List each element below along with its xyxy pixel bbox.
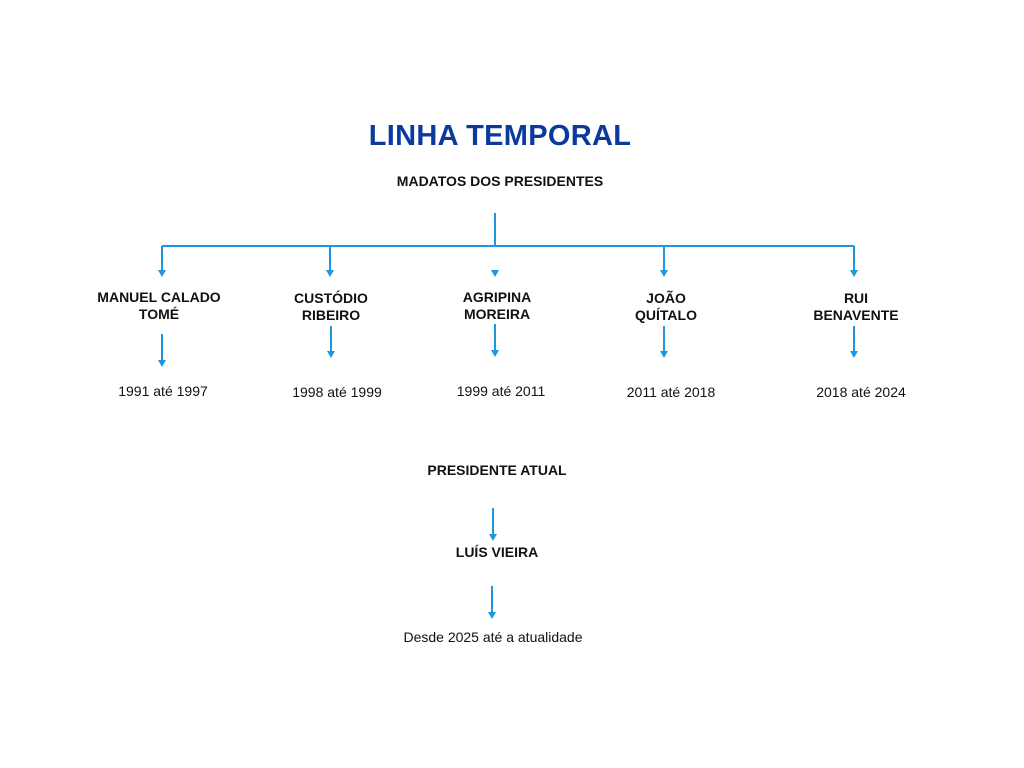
president-name-3: AGRIPINA MOREIRA — [462, 289, 532, 322]
current-president-years: Desde 2025 até a atualidade — [403, 629, 583, 645]
president-years-2: 1998 até 1999 — [292, 384, 382, 400]
current-president-name: LUÍS VIEIRA — [455, 544, 539, 560]
president-years-3: 1999 até 2011 — [456, 383, 546, 399]
current-years-arrow-head — [488, 612, 496, 619]
branch-arrow-5-head — [850, 270, 858, 277]
years-arrow-4-head — [660, 351, 668, 358]
branch-arrow-1-head — [158, 270, 166, 277]
president-name-2: CUSTÓDIO RIBEIRO — [294, 290, 368, 323]
years-arrow-1-head — [158, 360, 166, 367]
president-name-1: MANUEL CALADO TOMÉ — [97, 289, 221, 322]
years-arrow-5-head — [850, 351, 858, 358]
president-name-5: RUI BENAVENTE — [813, 290, 899, 323]
branch-arrow-4-head — [660, 270, 668, 277]
branch-arrow-2-head — [326, 270, 334, 277]
president-name-4: JOÃO QUÍTALO — [635, 290, 697, 323]
president-years-1: 1991 até 1997 — [118, 383, 208, 399]
president-years-5: 2018 até 2024 — [816, 384, 906, 400]
branch-arrow-3-head — [491, 270, 499, 277]
page-subtitle: MADATOS DOS PRESIDENTES — [396, 173, 604, 189]
page-title: LINHA TEMPORAL — [368, 120, 632, 152]
current-name-arrow-head — [489, 534, 497, 541]
president-years-4: 2011 até 2018 — [626, 384, 716, 400]
current-president-label: PRESIDENTE ATUAL — [427, 462, 567, 478]
years-arrow-3-head — [491, 350, 499, 357]
years-arrow-2-head — [327, 351, 335, 358]
